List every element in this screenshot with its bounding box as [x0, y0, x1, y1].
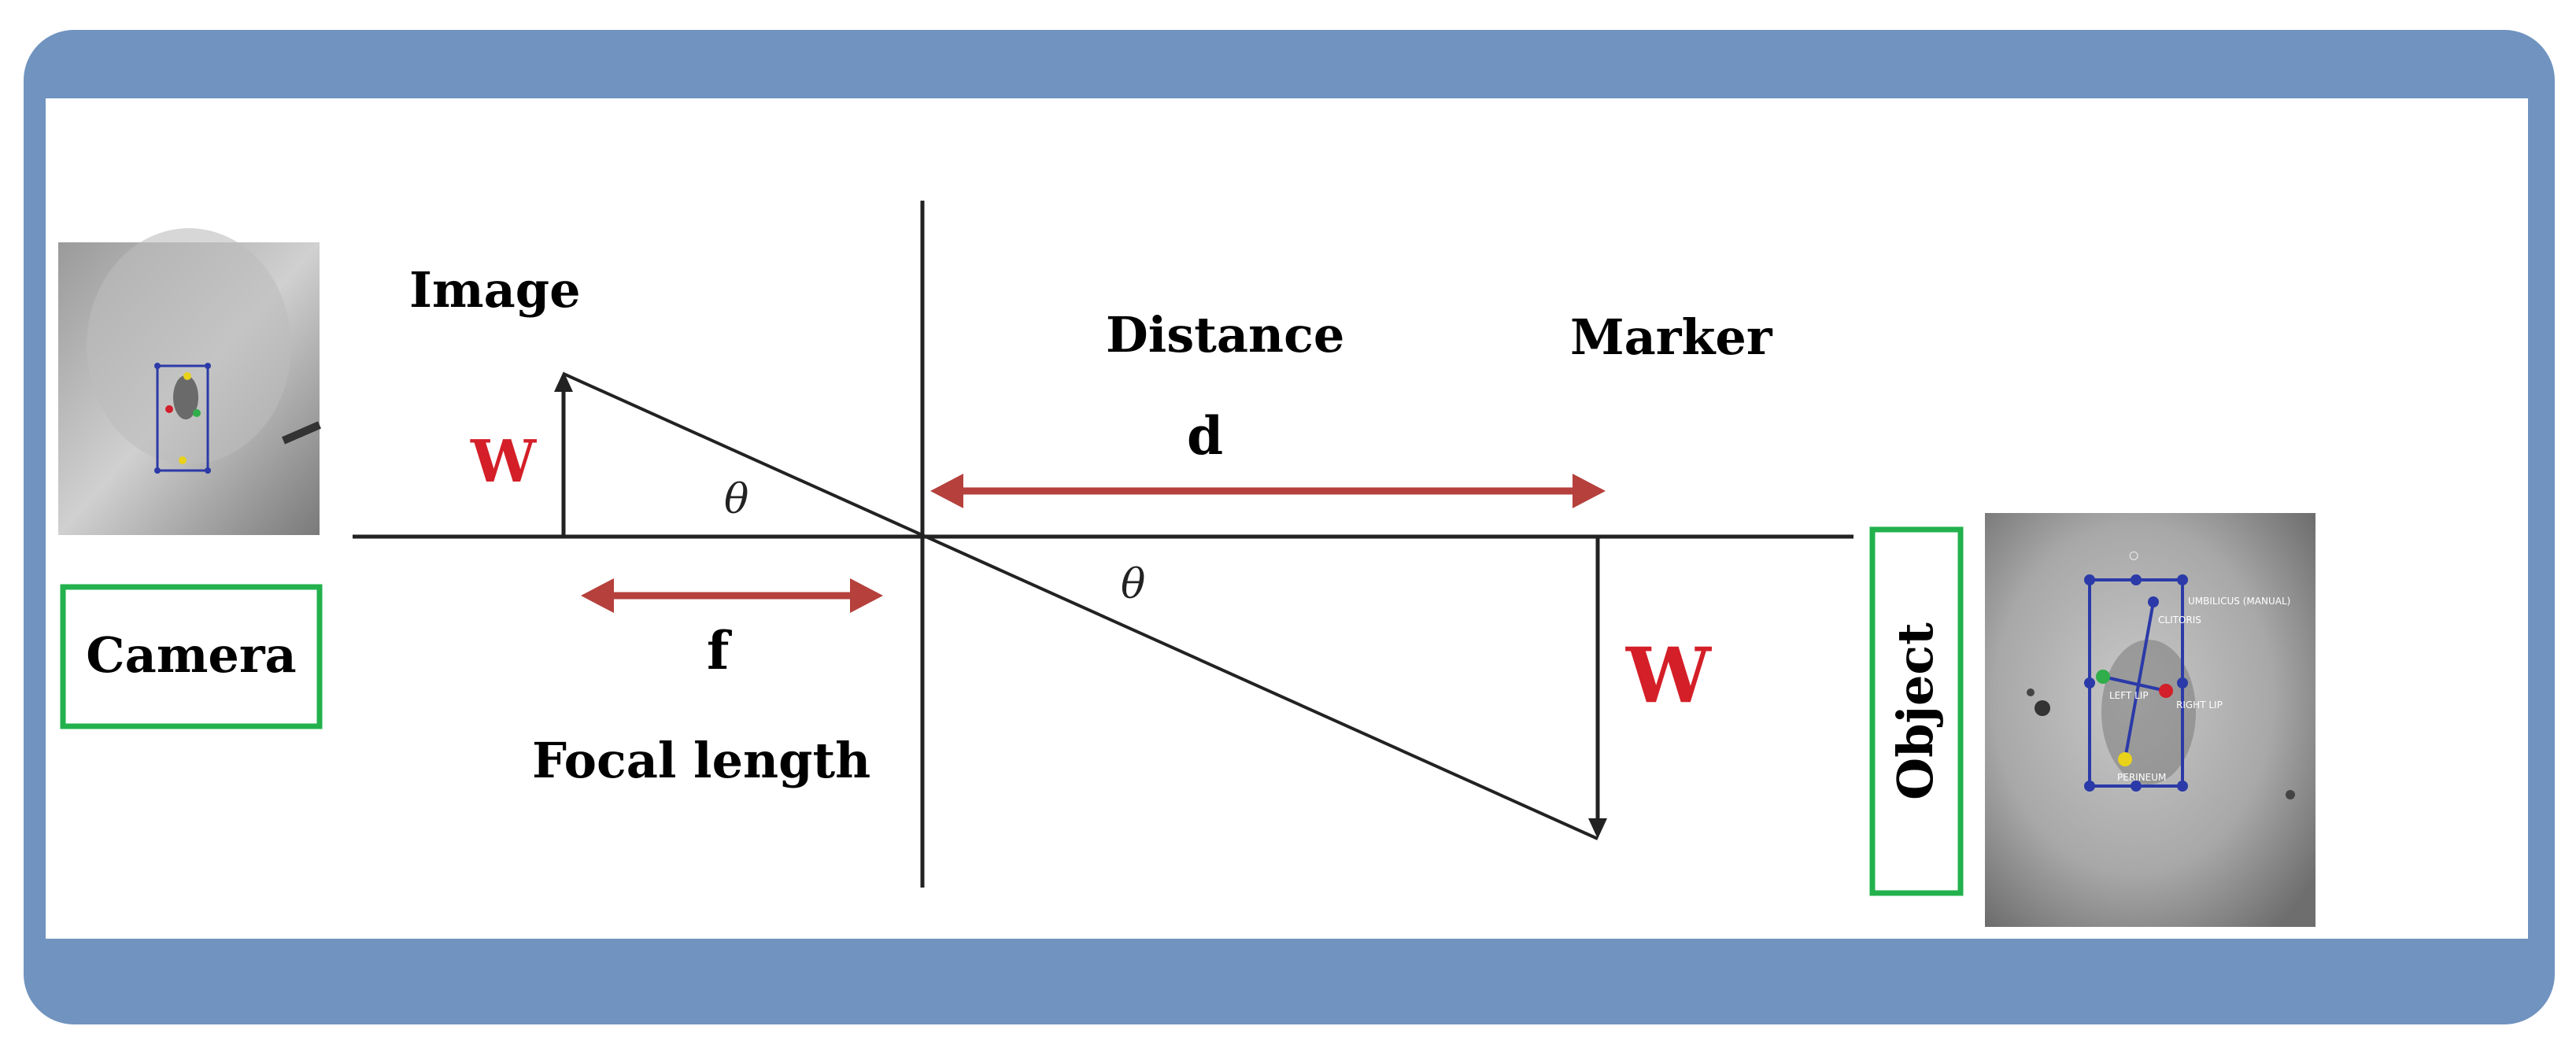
object-annotation-umbilicus: UMBILICUS (MANUAL) — [2188, 596, 2290, 607]
theta-left: θ — [724, 476, 748, 523]
distance-symbol: d — [1187, 405, 1223, 467]
image-label: Image — [409, 261, 581, 319]
focal-length-label: Focal length — [532, 732, 870, 789]
central-ray — [563, 372, 1598, 840]
object-label: Object — [1887, 622, 1944, 800]
object-width-symbol: W — [1625, 631, 1712, 720]
focal-arrow-right-head — [850, 578, 883, 613]
distance-arrow-right-head — [1573, 474, 1606, 508]
object-annotation-perineum: PERINEUM — [2117, 772, 2166, 783]
object-annotation-left-lip: LEFT LIP — [2109, 690, 2149, 701]
distance-arrow-left-head — [930, 474, 963, 508]
object-box — [1869, 526, 1964, 896]
camera-box — [60, 584, 323, 729]
image-height-arrowhead — [554, 371, 573, 392]
object-photo: ○ UMBILICUS (MANUAL) CLITORIS LEFT LIP R… — [1985, 513, 2315, 927]
focal-arrow-left-head — [581, 578, 614, 613]
camera-photo — [58, 228, 321, 535]
object-annotation-clitoris: CLITORIS — [2158, 615, 2201, 626]
camera-label: Camera — [86, 626, 296, 684]
object-height-arrowhead — [1588, 818, 1607, 839]
object-annotation-right-lip: RIGHT LIP — [2176, 699, 2223, 711]
image-width-symbol: W — [470, 428, 537, 496]
svg-text:○: ○ — [2129, 549, 2138, 562]
distance-label: Distance — [1106, 306, 1344, 364]
focal-symbol: f — [707, 620, 732, 681]
theta-right: θ — [1121, 561, 1145, 608]
marker-label: Marker — [1570, 308, 1773, 366]
